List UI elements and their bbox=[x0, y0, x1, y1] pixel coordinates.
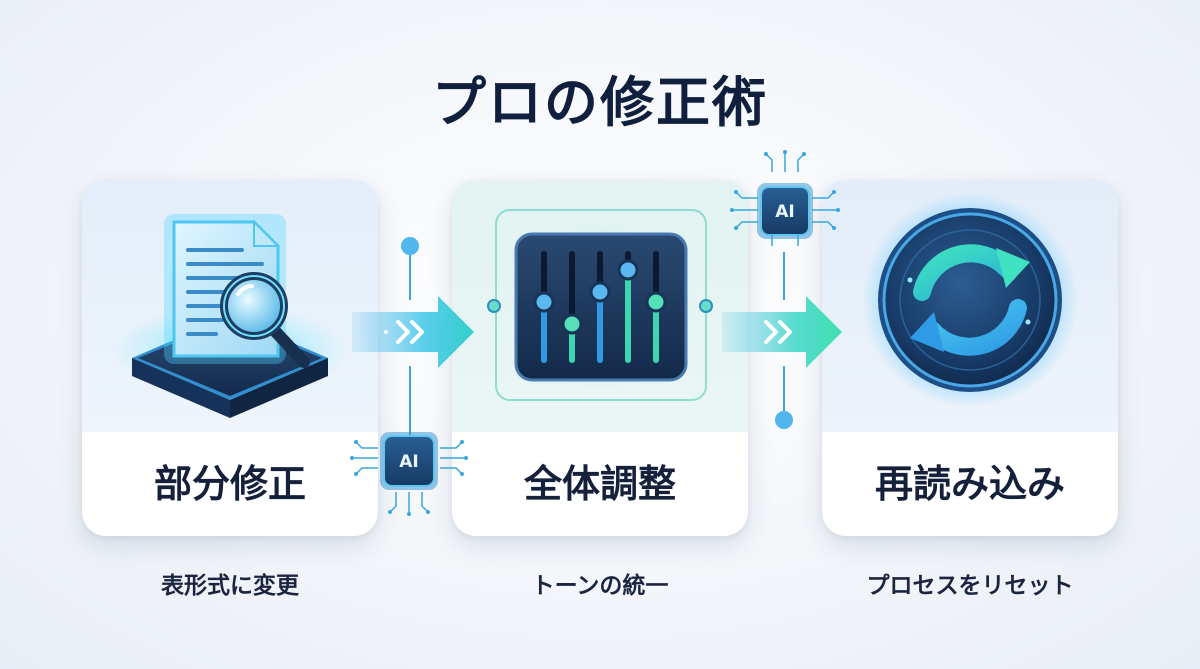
flow-arrow-1 bbox=[352, 296, 474, 368]
step-card-illustration-area bbox=[822, 180, 1118, 432]
document-magnifier-icon bbox=[110, 214, 350, 418]
step-caption: トーンの統一 bbox=[531, 573, 669, 599]
flow-arrow-2 bbox=[722, 296, 842, 368]
step-card-illustration-area bbox=[452, 180, 748, 432]
ai-chip-icon: AI bbox=[350, 432, 468, 516]
connector-node bbox=[699, 299, 713, 313]
connector-node bbox=[775, 411, 793, 429]
step-label: 部分修正 bbox=[153, 462, 306, 506]
ai-chip-icon: AI bbox=[730, 150, 840, 246]
refresh-cycle-icon bbox=[862, 192, 1078, 408]
step-card-global-adjust: 全体調整 bbox=[452, 180, 748, 536]
connector-node bbox=[487, 299, 501, 313]
step-card-illustration-area bbox=[82, 180, 378, 432]
ai-chip-label: AI bbox=[775, 202, 794, 222]
step-card-reload: 再読み込み bbox=[822, 180, 1118, 536]
connector-node bbox=[401, 237, 419, 255]
step-label: 再読み込み bbox=[874, 462, 1065, 506]
page-title: プロの修正術 bbox=[432, 71, 768, 134]
step-card-partial-edit: 部分修正 bbox=[82, 180, 378, 536]
step-caption: プロセスをリセット bbox=[866, 573, 1074, 599]
step-caption: 表形式に変更 bbox=[161, 573, 299, 599]
equalizer-sliders-icon bbox=[495, 209, 707, 401]
ai-chip-label: AI bbox=[399, 452, 418, 472]
step-label: 全体調整 bbox=[523, 462, 676, 506]
